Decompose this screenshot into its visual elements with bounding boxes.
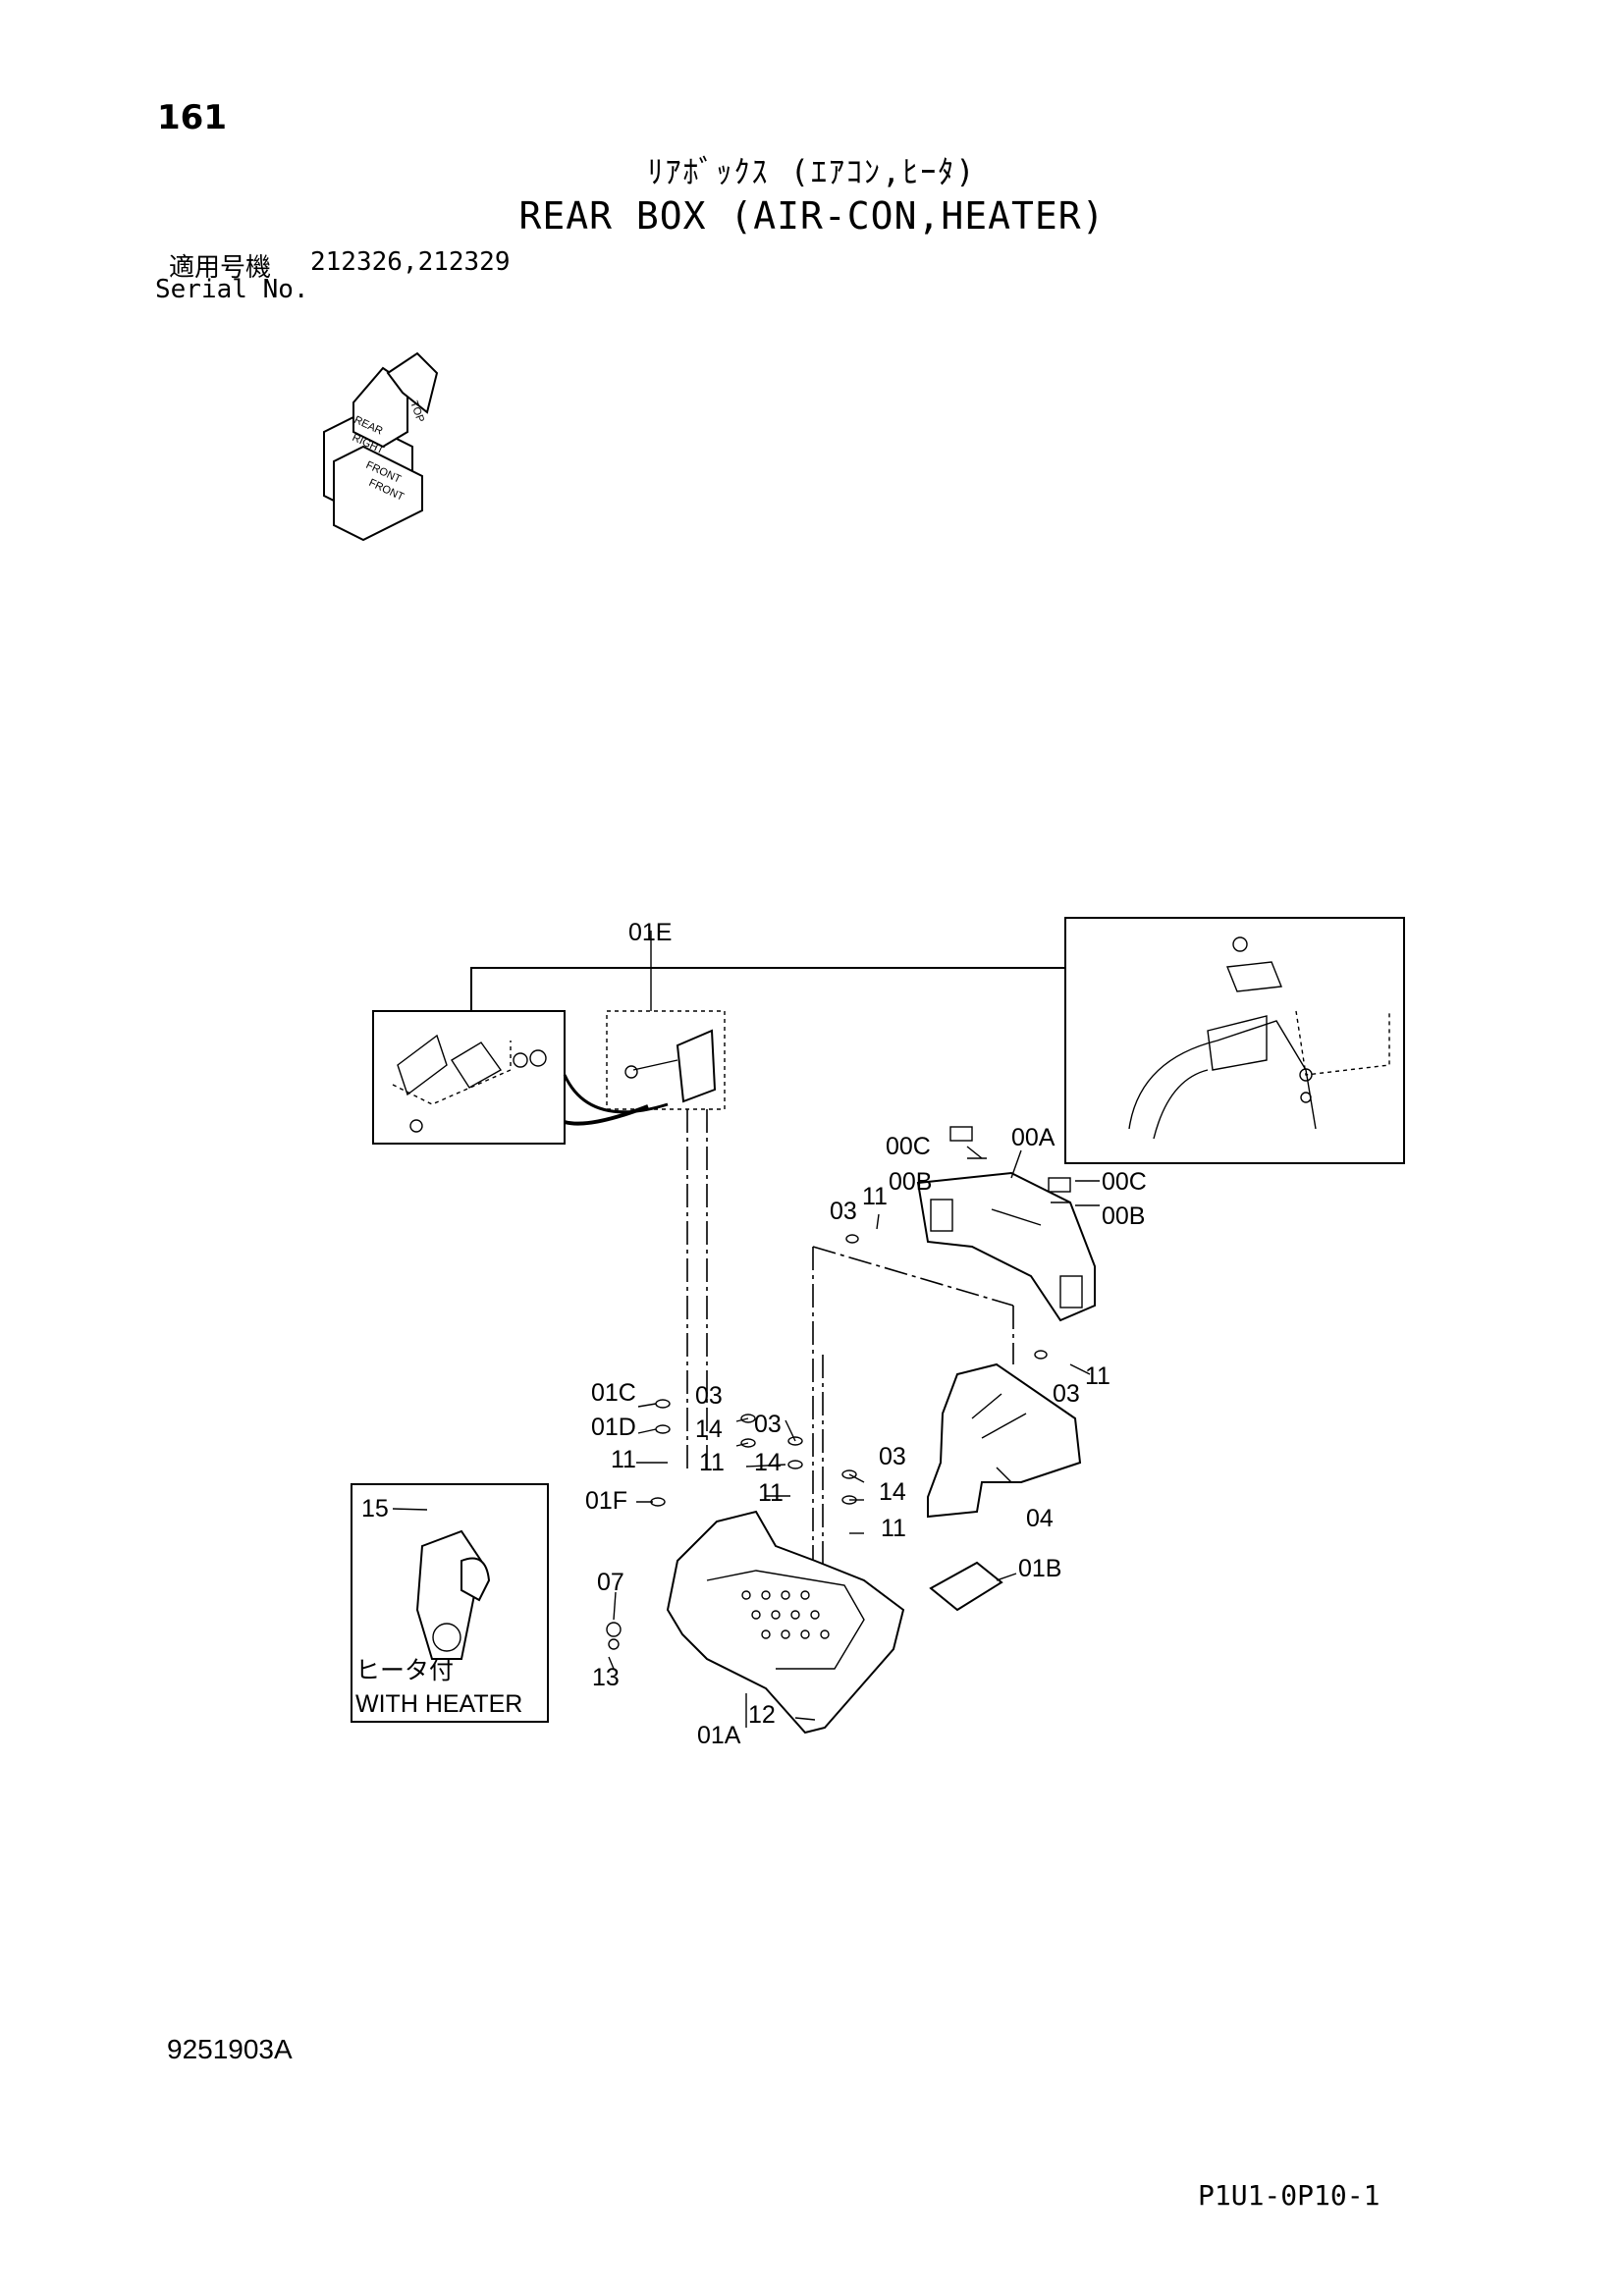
sheet-code: P1U1-0P10-1 xyxy=(1198,2179,1380,2212)
assembly-line xyxy=(812,1246,1014,1307)
part-00a-rear-cover xyxy=(916,1171,1096,1322)
callout-00b-2: 00B xyxy=(1102,1202,1145,1230)
inset-label-japanese: ヒータ付 xyxy=(355,1657,454,1684)
callout-01a: 01A xyxy=(697,1722,741,1749)
part-01a-rear-box xyxy=(666,1510,905,1735)
callout-01c: 01C xyxy=(591,1379,636,1407)
document-code: 9251903A xyxy=(167,2034,293,2064)
callout-01b: 01B xyxy=(1018,1555,1061,1582)
serial-label-english: Serial No. xyxy=(155,275,309,304)
callout-00c: 00C xyxy=(886,1133,931,1160)
callout-11-2: 11 xyxy=(1085,1362,1110,1390)
callout-07: 07 xyxy=(597,1569,624,1596)
callout-14-2: 14 xyxy=(754,1449,782,1476)
page-number: 161 xyxy=(157,98,227,137)
callout-03: 03 xyxy=(830,1198,857,1225)
callout-13: 13 xyxy=(592,1664,620,1691)
callout-11-4: 11 xyxy=(699,1449,725,1476)
inset-box-heater xyxy=(351,1483,549,1723)
leader-lines xyxy=(392,931,1100,1728)
connector-line xyxy=(470,967,1065,1011)
callout-11-6: 11 xyxy=(881,1515,906,1542)
callout-11: 11 xyxy=(862,1183,888,1210)
harness-line xyxy=(563,1074,669,1114)
inset-label-english: WITH HEATER xyxy=(355,1690,522,1718)
part-04-duct xyxy=(927,1362,1082,1519)
callout-03-2: 03 xyxy=(1053,1380,1080,1408)
callout-00a: 00A xyxy=(1011,1124,1056,1151)
page-title-english: REAR BOX (AIR-CON,HEATER) xyxy=(518,194,1106,238)
serial-label-japanese: 適用号機 xyxy=(169,253,272,283)
callout-15: 15 xyxy=(361,1495,389,1522)
callout-01d: 01D xyxy=(591,1414,636,1441)
part-01b-plate xyxy=(929,1561,1003,1612)
callout-11-5: 11 xyxy=(758,1479,784,1507)
cable-line xyxy=(564,1104,649,1126)
page-title-japanese: ﾘｱﾎﾞｯｸｽ (ｴｱｺﾝ,ﾋｰﾀ) xyxy=(647,153,977,190)
callout-00b: 00B xyxy=(889,1168,932,1196)
callout-11-3: 11 xyxy=(611,1446,636,1473)
serial-numbers: 212326,212329 xyxy=(310,247,511,277)
callout-00c-2: 00C xyxy=(1102,1168,1147,1196)
callout-14-3: 14 xyxy=(879,1478,906,1506)
callout-01e: 01E xyxy=(628,919,672,946)
detail-box-left xyxy=(372,1010,566,1145)
callout-14: 14 xyxy=(695,1415,723,1443)
hardware-fasteners xyxy=(606,1126,1071,1650)
callout-03-4: 03 xyxy=(754,1411,782,1438)
callout-04: 04 xyxy=(1026,1505,1054,1532)
callout-12: 12 xyxy=(748,1701,776,1729)
detail-box-01e xyxy=(606,1010,726,1110)
orientation-icon: TOP REAR RIGHT FRONT FRONT xyxy=(323,351,439,542)
detail-box-right xyxy=(1064,917,1405,1164)
callout-03-5: 03 xyxy=(879,1443,906,1470)
callout-03-3: 03 xyxy=(695,1382,723,1410)
callout-01f: 01F xyxy=(585,1487,627,1515)
